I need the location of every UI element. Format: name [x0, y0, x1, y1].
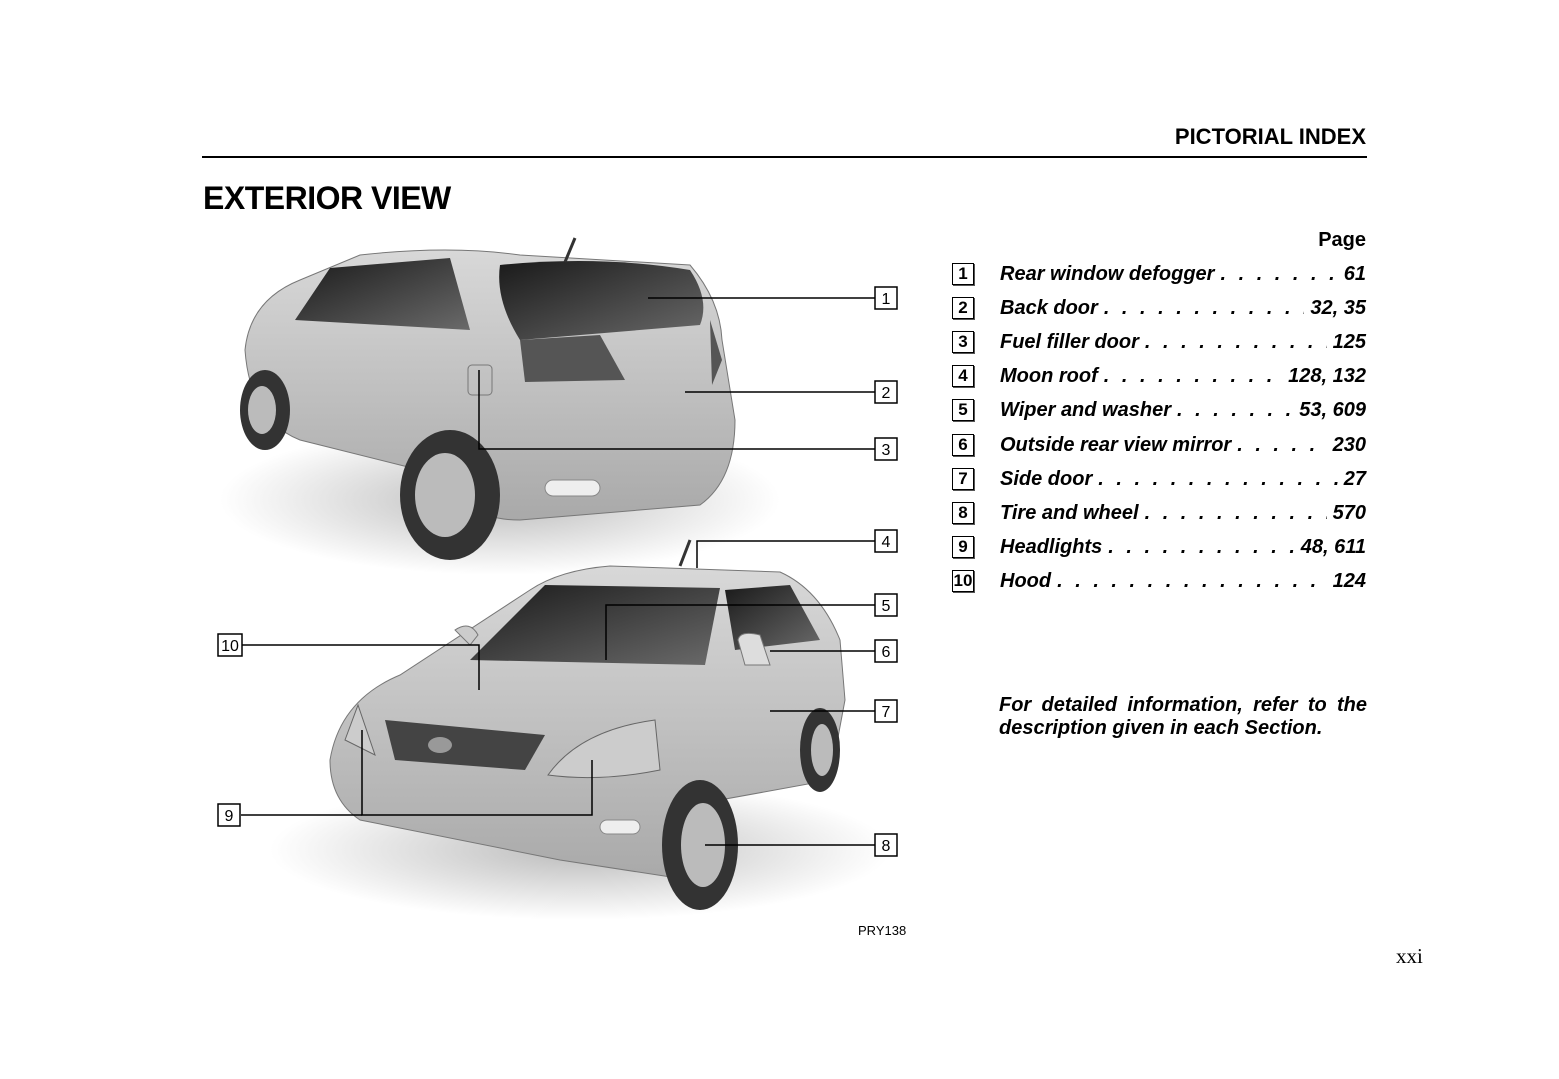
index-item: 4 Moon roof 128, 132	[952, 362, 1366, 390]
leader-dots	[1177, 399, 1293, 422]
callout-9: 9	[217, 803, 241, 827]
page-number: xxi	[1396, 944, 1423, 968]
item-page: 32, 35	[1310, 296, 1366, 319]
leader-dots	[1145, 331, 1327, 354]
item-label: Headlights	[1000, 535, 1103, 558]
rear-view-car	[220, 237, 780, 575]
item-label: Rear window defogger	[1000, 262, 1215, 285]
svg-text:7: 7	[882, 704, 891, 721]
item-number: 7	[952, 468, 974, 490]
index-item: 5 Wiper and washer 53, 609	[952, 396, 1366, 424]
callout-8: 8	[874, 833, 898, 857]
item-page: 570	[1332, 501, 1366, 524]
callout-5: 5	[874, 593, 898, 617]
callout-3: 3	[874, 437, 898, 461]
index-item: 6 Outside rear view mirror 230	[952, 431, 1366, 459]
callout-lines	[241, 297, 875, 846]
page-column-heading: Page	[1318, 229, 1366, 251]
svg-text:3: 3	[882, 442, 891, 459]
item-number: 9	[952, 536, 974, 558]
callout-7: 7	[874, 699, 898, 723]
item-label: Tire and wheel	[1000, 501, 1139, 524]
callout-2: 2	[874, 380, 898, 404]
svg-text:2: 2	[882, 385, 891, 402]
header-rule	[202, 156, 1367, 158]
leader-dots	[1220, 263, 1337, 286]
item-label: Fuel filler door	[1000, 330, 1139, 353]
item-number: 8	[952, 502, 974, 524]
item-page: 61	[1343, 262, 1366, 285]
item-number: 4	[952, 365, 974, 387]
item-page: 125	[1332, 330, 1366, 353]
leader-dots	[1108, 536, 1295, 559]
item-number: 10	[952, 570, 974, 592]
reference-note: For detailed information, refer to the d…	[999, 694, 1367, 739]
figure-code: PRY138	[858, 923, 907, 938]
svg-text:8: 8	[882, 838, 891, 855]
item-label: Back door	[1000, 296, 1098, 319]
callout-1: 1	[874, 286, 898, 310]
leader-dots	[1098, 468, 1338, 491]
leader-dots	[1104, 297, 1305, 320]
callout-6: 6	[874, 639, 898, 663]
item-page: 128, 132	[1288, 364, 1366, 387]
svg-text:1: 1	[882, 291, 891, 308]
item-page: 124	[1332, 569, 1366, 592]
item-number: 1	[952, 263, 974, 285]
svg-text:5: 5	[882, 598, 891, 615]
callout-4: 4	[874, 529, 898, 553]
page-title: EXTERIOR VIEW	[203, 180, 451, 216]
item-number: 2	[952, 297, 974, 319]
item-label: Outside rear view mirror	[1000, 433, 1232, 456]
item-number: 5	[952, 399, 974, 421]
item-number: 3	[952, 331, 974, 353]
index-item: 3 Fuel filler door 125	[952, 328, 1366, 356]
leader-dots	[1237, 434, 1326, 457]
item-page: 48, 611	[1300, 535, 1366, 558]
leader-dots	[1057, 570, 1327, 593]
item-label: Moon roof	[1000, 364, 1098, 387]
leader-dots	[1145, 502, 1327, 525]
leader-dots	[1104, 365, 1282, 388]
svg-text:9: 9	[225, 808, 234, 825]
item-number: 6	[952, 434, 974, 456]
item-label: Side door	[1000, 467, 1093, 490]
index-item: 7 Side door 27	[952, 465, 1366, 493]
item-label: Wiper and washer	[1000, 398, 1171, 421]
svg-text:4: 4	[882, 534, 891, 551]
index-item: 2 Back door 32, 35	[952, 294, 1366, 322]
item-label: Hood	[1000, 569, 1052, 592]
front-view-car	[270, 539, 890, 920]
item-page: 230	[1332, 433, 1366, 456]
item-page: 53, 609	[1299, 398, 1366, 421]
callout-10: 10	[217, 633, 243, 657]
index-item: 8 Tire and wheel 570	[952, 499, 1366, 527]
index-item: 9 Headlights 48, 611	[952, 533, 1366, 561]
section-title: PICTORIAL INDEX	[1174, 124, 1366, 149]
svg-text:6: 6	[882, 644, 891, 661]
svg-text:10: 10	[221, 638, 239, 655]
index-item: 1 Rear window defogger 61	[952, 260, 1366, 288]
index-item: 10 Hood 124	[952, 567, 1366, 595]
item-page: 27	[1343, 467, 1366, 490]
